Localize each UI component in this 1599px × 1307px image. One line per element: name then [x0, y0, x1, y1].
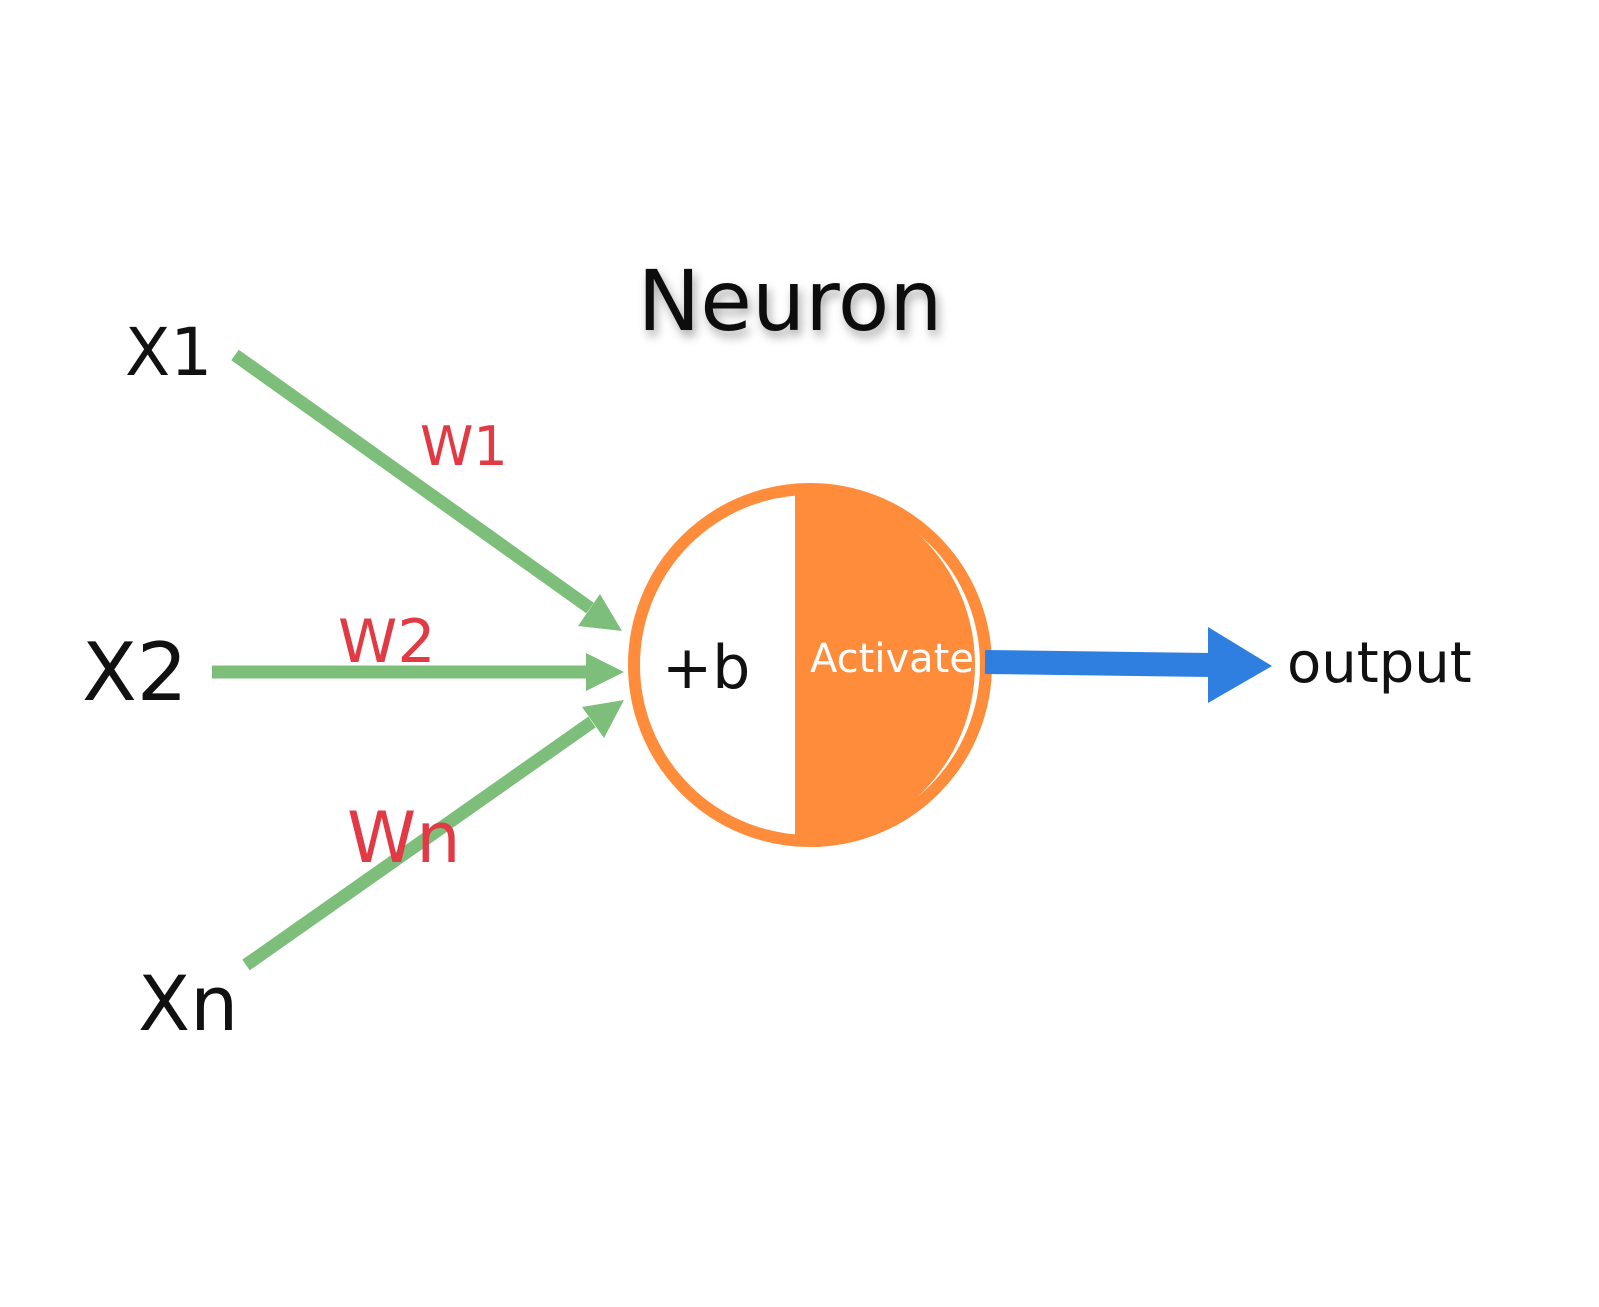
- weight-label-wn: Wn: [347, 797, 461, 879]
- input-arrow-xn: [242, 700, 624, 971]
- input-label-x2: X2: [82, 626, 188, 719]
- weight-label-w2: W2: [338, 607, 436, 677]
- diagram-title: Neuron: [637, 252, 942, 350]
- output-label: output: [1287, 631, 1472, 696]
- neuron-activation-half: [795, 485, 975, 845]
- activation-label: Activate: [810, 636, 974, 682]
- output-arrow: [984, 627, 1272, 703]
- weight-label-w1: W1: [420, 415, 508, 478]
- input-label-xn: Xn: [138, 959, 238, 1048]
- input-arrow-x2: [212, 653, 624, 691]
- input-label-x1: X1: [125, 314, 212, 391]
- bias-label: +b: [662, 633, 750, 703]
- input-arrow-x1: [231, 349, 622, 631]
